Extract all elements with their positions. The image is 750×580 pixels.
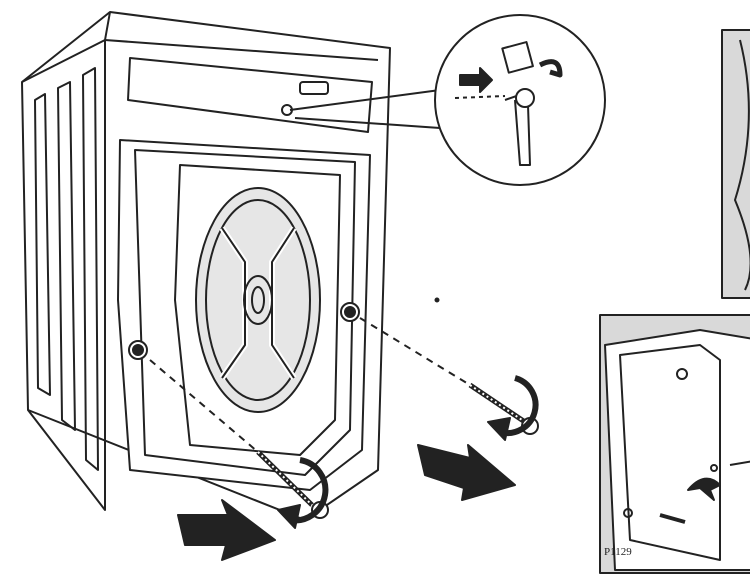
pull-arrows (177, 444, 516, 561)
detail-callout-circle (289, 14, 606, 186)
side-panel-top (721, 29, 750, 299)
panel-code-label: P1129 (604, 546, 632, 558)
transit-bolt-left (149, 359, 329, 529)
transit-bolt-right (359, 317, 539, 441)
bolt-holes (128, 297, 440, 360)
side-panel-bottom (599, 314, 750, 574)
drum-cover (195, 187, 321, 413)
